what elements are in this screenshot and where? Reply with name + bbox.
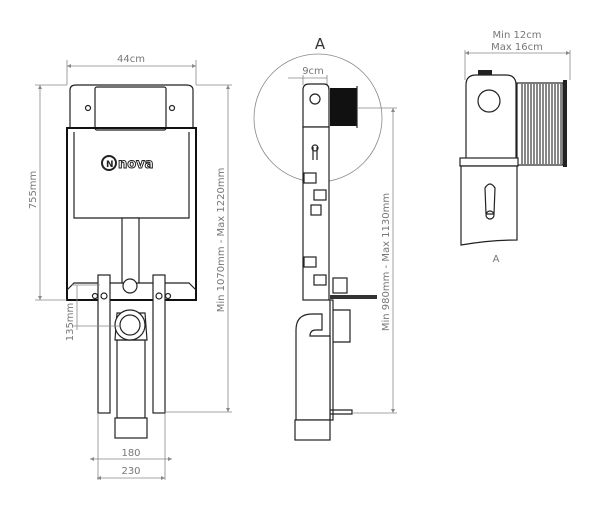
depth-min-label: Min 12cm: [493, 30, 542, 41]
drain-outlet: [114, 417, 148, 439]
top-module: [69, 84, 194, 128]
height-dimension: 755mm: [28, 171, 39, 210]
side-height-dimension: Min 980mm - Max 1130mm: [381, 193, 392, 331]
side-drain-pipe: [295, 313, 331, 421]
detail-view: Min 12cm Max 16cm A: [459, 30, 571, 265]
front-dimensions: 44cm 755mm Min 1070mm - Max 1220mm 135mm…: [28, 54, 232, 480]
section-label: A: [315, 35, 326, 53]
width-dimension: 44cm: [117, 54, 145, 65]
side-frame: [302, 126, 330, 301]
leg-outer-dimension: 230: [121, 466, 140, 477]
ribbed-extension: [330, 88, 357, 126]
drain-pipe: [116, 339, 146, 419]
detail-caption: A: [493, 254, 500, 265]
control-panel: [94, 86, 167, 131]
depth-dimension: 9cm: [302, 66, 324, 77]
total-height-dimension: Min 1070mm - Max 1220mm: [216, 168, 227, 313]
flush-pipe: [121, 217, 140, 284]
svg-text:N: N: [106, 160, 114, 170]
lower-box: [460, 165, 518, 246]
logo-text: nova: [118, 157, 153, 172]
depth-max-label: Max 16cm: [491, 42, 543, 53]
right-leg: [152, 274, 166, 414]
nova-logo: N nova: [101, 155, 154, 173]
side-view: A 9cm Min 980mm - Max 1130mm: [253, 35, 397, 441]
leg-inner-dimension: 180: [121, 448, 140, 459]
front-view: N nova 44cm 755mm Min 1070mm - Max 1220m…: [28, 54, 232, 480]
tank-frame: [66, 127, 197, 301]
left-leg: [97, 274, 111, 414]
drain-offset-dimension: 135mm: [65, 303, 76, 342]
